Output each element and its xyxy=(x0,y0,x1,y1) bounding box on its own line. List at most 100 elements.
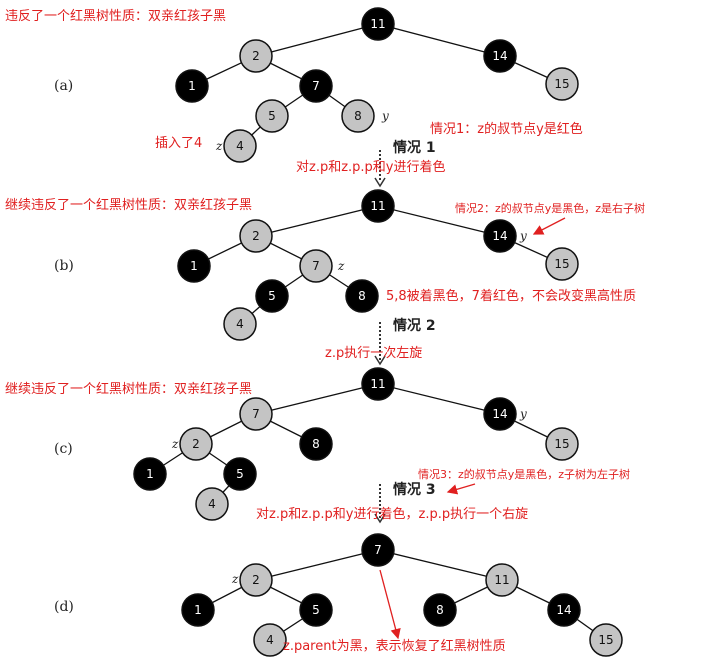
tree-a-node-8: 8 xyxy=(341,99,375,133)
tree-d-node-15: 15 xyxy=(589,623,623,657)
tree-a-node-4: 4 xyxy=(223,129,257,163)
tree-b-node-15: 15 xyxy=(545,247,579,281)
tree-c-edge xyxy=(255,383,379,415)
tree-b-node-5: 5 xyxy=(255,279,289,313)
tree-c-node-key: 5 xyxy=(236,467,244,481)
tree-d-node-circle xyxy=(181,593,215,627)
tree-d-edge xyxy=(377,549,503,581)
tree-c-node-key: 4 xyxy=(208,497,216,511)
note-a-recolor: 对z.p和z.p.p和y进行着色 xyxy=(296,159,446,175)
tree-c-node-circle xyxy=(483,397,517,431)
tree-c-node-key: 11 xyxy=(370,377,385,391)
tree-b-node-key: 14 xyxy=(492,229,507,243)
tree-a-node-key: 4 xyxy=(236,139,244,153)
note-b-note: 5,8被着黑色，7着红色，不会改变黑高性质 xyxy=(386,288,636,304)
tree-a-node-15: 15 xyxy=(545,67,579,101)
tree-c-node-key: 2 xyxy=(192,437,200,451)
tree-d-node-8: 8 xyxy=(423,593,457,627)
tree-c-tag-y: y xyxy=(519,407,527,421)
note-a-violation: 违反了一个红黑树性质：双亲红孩子黑 xyxy=(5,8,226,24)
tree-b-node-2: 2 xyxy=(239,219,273,253)
tree-d-tag-z: z xyxy=(231,572,239,586)
part-label-a: (a) xyxy=(54,78,73,94)
tree-b-edge xyxy=(255,205,379,237)
tree-a-node-circle xyxy=(341,99,375,133)
tree-c-node-circle xyxy=(195,487,229,521)
tree-a-node-circle xyxy=(175,69,209,103)
tree-a-node-circle xyxy=(239,39,273,73)
tree-b-tag-z: z xyxy=(337,259,345,273)
transition-3-arrow-icon xyxy=(374,513,386,524)
tree-a-node-key: 2 xyxy=(252,49,260,63)
tree-b-node-circle xyxy=(345,279,379,313)
tree-d-node-4: 4 xyxy=(253,623,287,657)
note-a-insert: 插入了4 xyxy=(155,136,202,151)
tree-b-node-key: 15 xyxy=(554,257,569,271)
tree-b-node-key: 8 xyxy=(358,289,366,303)
part-label-c: (c) xyxy=(54,441,73,457)
tree-b-node-key: 5 xyxy=(268,289,276,303)
tree-d-edge xyxy=(255,549,379,581)
tree-c-edge xyxy=(377,383,501,415)
tree-b-node-circle xyxy=(545,247,579,281)
tree-d-node-circle xyxy=(239,563,273,597)
tree-b-node-key: 4 xyxy=(236,317,244,331)
tree-a-node-key: 8 xyxy=(354,109,362,123)
tree-c-node-circle xyxy=(133,457,167,491)
tree-a-node-key: 11 xyxy=(370,17,385,31)
tree-d-node-circle xyxy=(299,593,333,627)
note-d-arrow-icon xyxy=(379,569,401,640)
tree-a-node-circle xyxy=(223,129,257,163)
tree-c-node-5: 5 xyxy=(223,457,257,491)
note-b-case2-arrow-icon xyxy=(532,217,566,235)
tree-c-node-circle xyxy=(545,427,579,461)
tree-c-node-2: 2 xyxy=(179,427,213,461)
tree-b-node-8: 8 xyxy=(345,279,379,313)
tree-b-node-circle xyxy=(483,219,517,253)
tree-b-node-key: 7 xyxy=(312,259,320,273)
note-d-note: z.parent为黑，表示恢复了红黑树性质 xyxy=(283,638,506,654)
tree-b-node-key: 1 xyxy=(190,259,198,273)
tree-b-node-circle xyxy=(361,189,395,223)
tree-b-edge xyxy=(377,205,501,237)
note-c-case3-arrow-icon xyxy=(446,483,476,495)
tree-c-node-circle xyxy=(179,427,213,461)
tree-b-node-key: 11 xyxy=(370,199,385,213)
tree-c-node-key: 15 xyxy=(554,437,569,451)
note-c-action: 对z.p和z.p.p和y进行着色，z.p.p执行一个右旋 xyxy=(256,506,528,522)
tree-b-node-4: 4 xyxy=(223,307,257,341)
tree-b-node-circle xyxy=(299,249,333,283)
tree-c-node-14: 14 xyxy=(483,397,517,431)
tree-d-node-circle xyxy=(423,593,457,627)
transition-1-arrow-icon xyxy=(374,177,386,188)
note-b-rotate: z.p执行一次左旋 xyxy=(325,345,422,361)
tree-b-node-7: 7 xyxy=(299,249,333,283)
tree-b-node-circle xyxy=(255,279,289,313)
tree-a-edge xyxy=(377,23,501,57)
tree-c-tag-z: z xyxy=(171,437,179,451)
tree-c-node-7: 7 xyxy=(239,397,273,431)
note-b-case2: 情况2：z的叔节点y是黑色，z是右子树 xyxy=(455,201,645,215)
tree-c-node-circle xyxy=(239,397,273,431)
tree-c-node-circle xyxy=(223,457,257,491)
tree-b-node-14: 14 xyxy=(483,219,517,253)
tree-c-node-key: 7 xyxy=(252,407,260,421)
tree-c-node-key: 14 xyxy=(492,407,507,421)
tree-a-node-14: 14 xyxy=(483,39,517,73)
tree-d-node-key: 7 xyxy=(374,543,382,557)
tree-a-tag-z: z xyxy=(215,139,223,153)
tree-c-node-key: 1 xyxy=(146,467,154,481)
tree-a-node-key: 5 xyxy=(268,109,276,123)
tree-d-node-key: 14 xyxy=(556,603,571,617)
part-label-b: (b) xyxy=(54,258,74,274)
tree-a-node-key: 14 xyxy=(492,49,507,63)
tree-a-node-circle xyxy=(545,67,579,101)
note-a-case1: 情况1：z的叔节点y是红色 xyxy=(430,121,583,137)
tree-a-edge xyxy=(255,23,379,57)
tree-d-node-key: 2 xyxy=(252,573,260,587)
tree-d-node-circle xyxy=(547,593,581,627)
case-label-1: 情况 1 xyxy=(393,139,436,156)
tree-a-node-11: 11 xyxy=(361,7,395,41)
